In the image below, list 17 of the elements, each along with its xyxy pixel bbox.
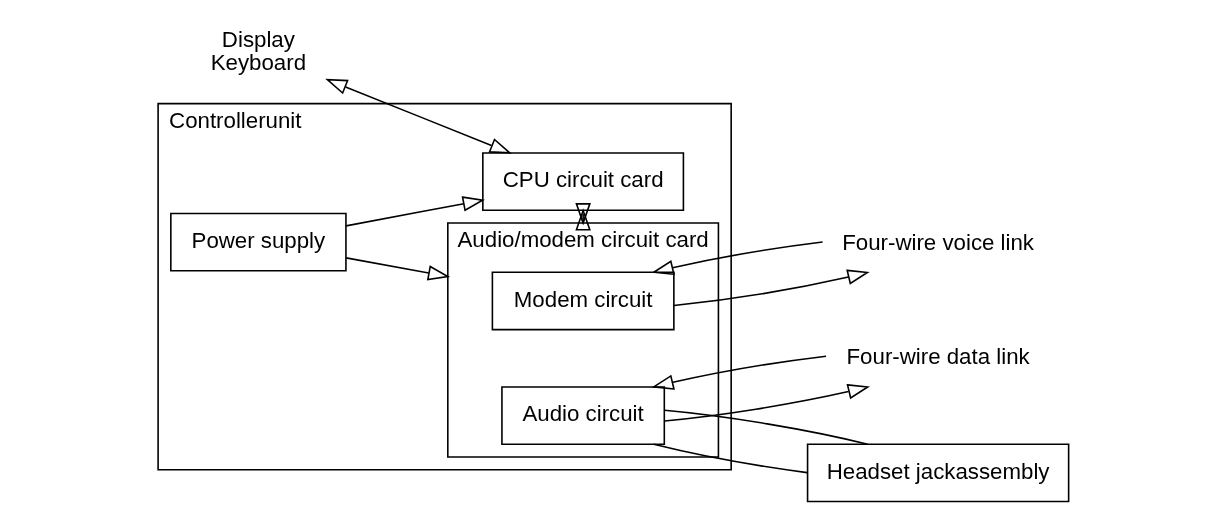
arrow: [575, 203, 591, 226]
arrow: [345, 257, 451, 281]
arrow: [663, 383, 870, 422]
node-box: Modem circuit: [491, 271, 675, 331]
arrow: [325, 78, 512, 154]
node-box: Audio circuit: [501, 386, 666, 446]
node-text: Four-wire voice link: [842, 229, 1034, 255]
arrow: [345, 196, 485, 227]
arrow: [651, 241, 824, 276]
arrow: [651, 355, 827, 390]
node-box: Power supply: [170, 212, 347, 272]
arrow: [673, 269, 870, 307]
connector: [653, 443, 808, 474]
node-text: Four-wire data link: [846, 344, 1030, 370]
node-text: Display Keyboard: [210, 26, 307, 76]
connector: [663, 409, 869, 446]
node-box: Headset jackassembly: [806, 443, 1070, 503]
